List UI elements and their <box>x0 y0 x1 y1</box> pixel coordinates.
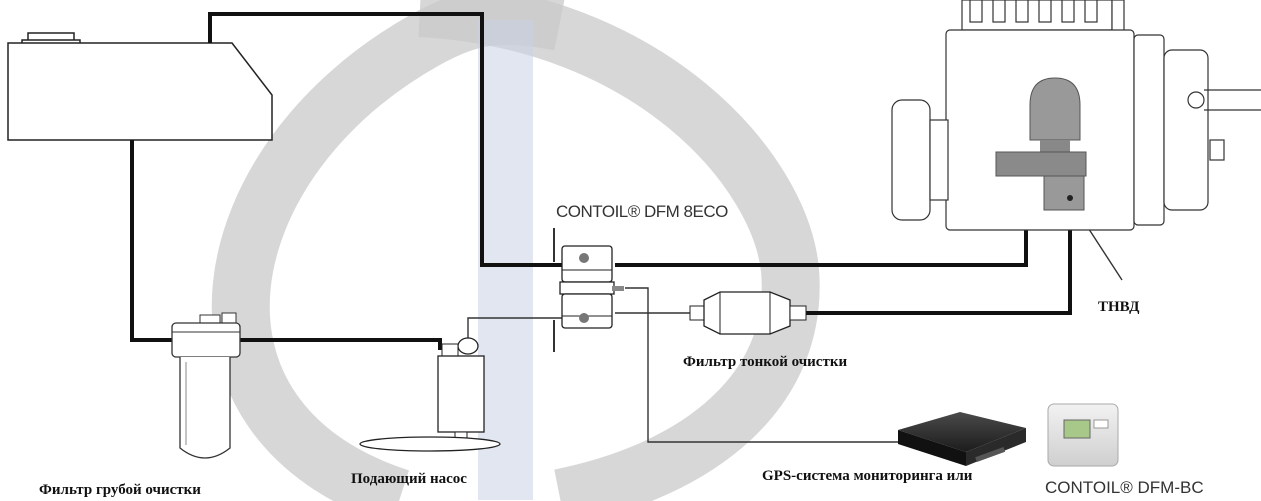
filter-to-pump-line <box>240 338 442 350</box>
display-unit-label: CONTOIL® DFM-BC <box>1045 478 1204 497</box>
flowmeter-label: CONTOIL® DFM 8ECO <box>556 202 728 221</box>
watermark-logo <box>211 0 820 501</box>
fine-filter-to-hpp <box>806 198 1072 315</box>
feed-pump <box>359 337 501 452</box>
injection-pump-engine <box>891 0 1261 231</box>
feed-pump-label: Подающий насос <box>351 471 467 487</box>
display-unit <box>1047 403 1119 467</box>
fine-filter <box>689 291 807 335</box>
injection-pump-label: ТНВД <box>1098 299 1140 315</box>
thin-lines <box>467 199 1123 443</box>
fine-filter-label: Фильтр тонкой очистки <box>683 354 847 370</box>
gps-terminal <box>898 412 1026 466</box>
signal-cable <box>625 287 905 443</box>
fuel-lines <box>130 12 1072 350</box>
pump-to-meter-line <box>467 317 562 344</box>
flowmeter <box>553 228 624 352</box>
fuel-tank <box>7 32 273 141</box>
coarse-filter-label: Фильтр грубой очистки <box>39 482 201 498</box>
supply-line <box>130 140 178 342</box>
gps-system-label: GPS-система мониторинга или <box>762 468 973 484</box>
coarse-filter <box>171 312 241 459</box>
return-line <box>208 12 565 267</box>
